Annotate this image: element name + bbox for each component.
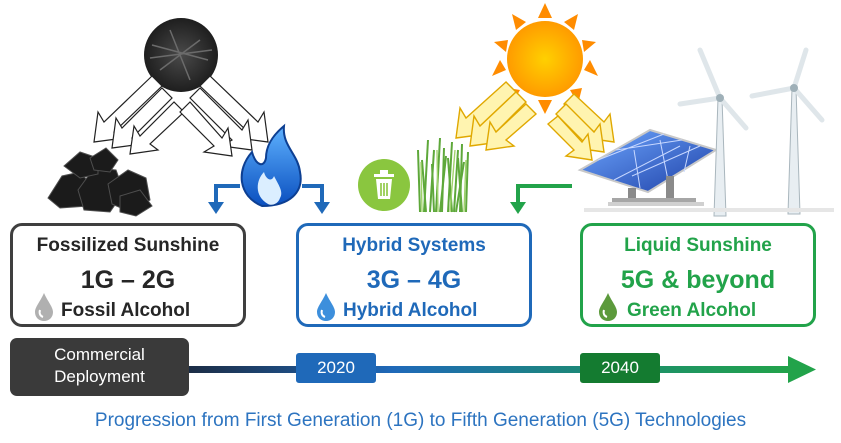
coal-image: [47, 147, 153, 217]
marker-2020-label: 2020: [317, 358, 355, 377]
recycle-bin-icon: [358, 159, 410, 211]
fossil-card-alcohol: Fossil Alcohol: [61, 300, 191, 321]
marker-2020: [296, 353, 376, 383]
sun-right-arrows: [546, 93, 615, 161]
droplet-icon: [599, 293, 617, 321]
hybrid-card-title: Hybrid Systems: [342, 235, 486, 256]
fossil-card-generation: 1G – 2G: [80, 266, 176, 294]
green-return-arrow: [516, 184, 572, 204]
caption: Progression from First Generation (1G) t…: [94, 410, 747, 431]
commercial-deployment-label: Commercial Deployment: [54, 345, 145, 386]
illustration-layer: [47, 3, 834, 217]
timeline-arrow: [180, 356, 816, 383]
hybrid-card: Hybrid Systems 3G – 4G Hybrid Alcohol: [296, 223, 532, 327]
flame-left-arrow: [214, 184, 240, 204]
down-right-arrows: [179, 75, 269, 157]
grass-image: [417, 137, 469, 213]
marker-2040: [580, 353, 660, 383]
flame-right-arrowhead: [314, 202, 330, 214]
green-card: Liquid Sunshine 5G & beyond Green Alcoho…: [580, 223, 816, 327]
solar-panel-image: [577, 128, 719, 206]
commercial-deployment-badge: [10, 338, 189, 396]
fossil-card: Fossilized Sunshine 1G – 2G Fossil Alcoh…: [10, 223, 246, 327]
flame-right-arrow: [302, 184, 324, 204]
marker-2040-label: 2040: [601, 358, 639, 377]
soil-image: [144, 18, 218, 92]
hybrid-card-generation: 3G – 4G: [366, 266, 462, 294]
flame-icon: [240, 123, 302, 208]
sun-left-arrows: [455, 81, 538, 151]
flame-left-arrowhead: [208, 202, 224, 214]
green-return-arrowhead: [510, 202, 526, 214]
droplet-icon: [35, 293, 53, 321]
grass-highlights: [420, 149, 467, 213]
sun-icon: [492, 3, 598, 114]
green-card-generation: 5G & beyond: [620, 266, 776, 294]
green-card-alcohol: Green Alcohol: [627, 300, 757, 321]
droplet-icon: [317, 293, 335, 321]
down-left-arrows: [93, 75, 185, 155]
green-card-title: Liquid Sunshine: [624, 235, 772, 256]
wind-turbine-image: [584, 47, 834, 217]
fossil-card-title: Fossilized Sunshine: [36, 235, 220, 256]
hybrid-card-alcohol: Hybrid Alcohol: [343, 300, 478, 321]
